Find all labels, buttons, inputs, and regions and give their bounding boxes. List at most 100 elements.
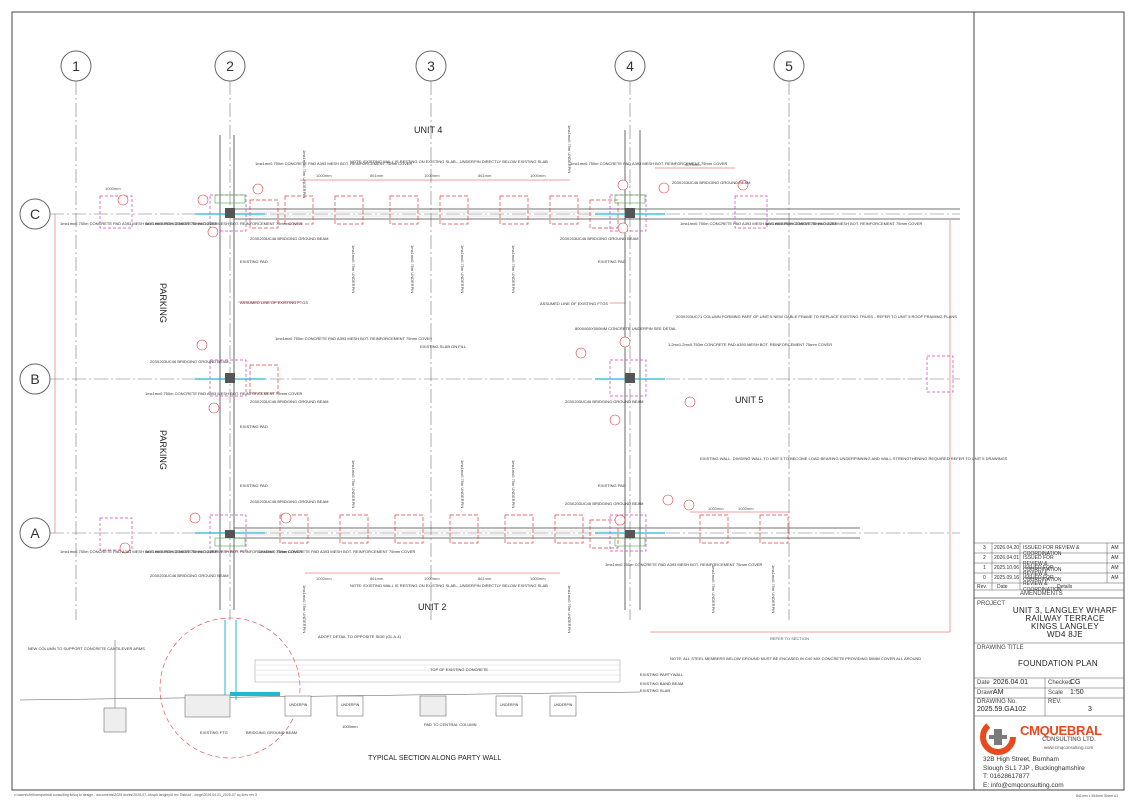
note-column: 203X203UC71 COLUMN FORMING PART OF UNIT … bbox=[676, 314, 957, 319]
svg-text:1: 1 bbox=[72, 58, 80, 74]
rev-by: AM bbox=[1111, 545, 1119, 551]
svg-text:3: 3 bbox=[427, 58, 435, 74]
svg-text:UNDERPIN: UNDERPIN bbox=[554, 703, 573, 707]
svg-text:B: B bbox=[30, 371, 39, 387]
note-assumed-ftgs-left: ASSUMED LINE OF EXISTING FTGS bbox=[240, 300, 308, 305]
scale-value: 1:50 bbox=[1070, 689, 1084, 696]
note-beam-c-east: 203X203UC46 BRIDGING GROUND BEAM bbox=[672, 180, 750, 185]
note-pad-c5: 1mx1mx0.750m CONCRETE PAD A393 MESH BOT.… bbox=[765, 221, 923, 226]
footer-path: c:\users\chris\cmquebral consulting ltd\… bbox=[14, 793, 257, 797]
rev-number: 1 bbox=[983, 565, 986, 571]
date-label: Date bbox=[977, 680, 990, 686]
grid-bubbles: 1 2 3 4 5 C B A bbox=[19, 50, 805, 549]
typical-section bbox=[19, 617, 641, 759]
svg-text:861mm: 861mm bbox=[370, 576, 384, 581]
note-pad-c2: 1mx1mx0.750m CONCRETE PAD A393 MESH BOT.… bbox=[255, 161, 413, 166]
section-dim: 1000mm bbox=[342, 724, 358, 729]
underpin-label-12: 1mx1mx0.75m UNDERPIN bbox=[711, 565, 716, 613]
rev-value: 3 bbox=[1088, 706, 1092, 713]
note-existing-pad-2: EXISTING PAD bbox=[598, 259, 626, 264]
details-col-header: Details bbox=[1057, 584, 1073, 590]
underpin-label-10: 1mx1mx0.75m UNDERPIN bbox=[302, 585, 307, 633]
svg-text:UNDERPIN: UNDERPIN bbox=[341, 703, 360, 707]
address-line: 32B High Street, Burnham bbox=[983, 756, 1059, 763]
underpin-label-9: 1mx1mx0.75m UNDERPIN bbox=[511, 460, 516, 508]
rev-col-header: Rev. bbox=[977, 584, 987, 590]
rev-label: REV. bbox=[1048, 699, 1062, 705]
note-pad-b2b: 1mx1mx0.750m CONCRETE PAD A393 MESH BOT.… bbox=[145, 391, 303, 396]
footer-sheet: 841mm x 594mm Sheet A1 bbox=[1076, 794, 1118, 798]
grid-bubble-A: A bbox=[19, 517, 51, 549]
underpin-label-1: 1mx1mx0.75m UNDERPIN bbox=[302, 150, 307, 198]
date-value: 2026.04.01 bbox=[993, 679, 1029, 686]
underpins-top bbox=[249, 195, 789, 549]
phone: T: 01628617877 bbox=[983, 773, 1030, 780]
note-pad-a4: 1mx1mx0.750m CONCRETE PAD A393 MESH BOT.… bbox=[605, 562, 763, 567]
note-beam-a: 203X203UC46 BRIDGING GROUND BEAM bbox=[250, 499, 328, 504]
note-underpin-detail: 800X800X500MM CONCRETE UNDERPIN SEE DETA… bbox=[575, 326, 677, 331]
section-existing-ftg: EXISTING FTG bbox=[200, 730, 228, 735]
drawing-no-label: DRAWING No. bbox=[977, 699, 1017, 705]
note-existing-pad-1: EXISTING PAD bbox=[240, 259, 268, 264]
underpin-label-6: 1mx1mx0.75m UNDERPIN bbox=[511, 245, 516, 293]
svg-text:861mm: 861mm bbox=[478, 576, 492, 581]
section-pad-col: PAD TO CENTRAL COLUMN bbox=[424, 722, 477, 727]
logo-mark-icon bbox=[980, 719, 1016, 755]
checked-label: Checked bbox=[1048, 680, 1072, 686]
section-top-concrete: TOP OF EXISTING CONCRETE bbox=[430, 667, 488, 672]
svg-text:1000mm: 1000mm bbox=[424, 173, 440, 178]
note-pad-a1b: 1mx1mx0.750m CONCRETE PAD A393 MESH BOT.… bbox=[145, 549, 303, 554]
grid-bubble-3: 3 bbox=[415, 50, 447, 82]
wall-hatch bbox=[240, 211, 620, 536]
note-existing-slab: EXISTING SLAB ON FILL bbox=[420, 344, 467, 349]
note-pad-c4b: 1mx1mx0.750m CONCRETE PAD A393 MESH BOT.… bbox=[680, 221, 838, 226]
rev-details: ISSUED FOR REVIEW & COORDINATION bbox=[1023, 555, 1062, 573]
project-address: UNIT 3, LANGLEY WHARF RAILWAY TERRACE KI… bbox=[1010, 607, 1120, 639]
grid-bubble-B: B bbox=[19, 363, 51, 395]
rev-number: 2 bbox=[983, 555, 986, 561]
svg-text:A: A bbox=[30, 525, 40, 541]
rev-date: 2026.04.01 bbox=[994, 555, 1020, 561]
project-label: PROJECT bbox=[977, 601, 1006, 607]
note-top-wall: NOTE: EXISTING WALL IS RESTING ON EXISTI… bbox=[350, 159, 548, 164]
unit-4-label: UNIT 4 bbox=[414, 125, 442, 135]
rev-number: 3 bbox=[983, 545, 986, 551]
section-title: TYPICAL SECTION ALONG PARTY WALL bbox=[368, 755, 501, 762]
company-web: www.cmqconsulting.com bbox=[1044, 745, 1094, 750]
note-beam-c: 203X203UC46 BRIDGING GROUND BEAM bbox=[250, 236, 328, 241]
rev-by: AM bbox=[1111, 555, 1119, 561]
section-band-beam: EXISTING BAND BEAM bbox=[640, 681, 683, 686]
scale-label: Scale bbox=[1048, 690, 1064, 696]
company-sub: CONSULTING LTD. bbox=[1042, 737, 1096, 743]
company-logo: CMQUEBRAL CONSULTING LTD. www.cmqconsult… bbox=[980, 719, 1120, 755]
dimension-lines bbox=[54, 167, 951, 633]
svg-text:1000mm: 1000mm bbox=[316, 576, 332, 581]
rev-by: AM bbox=[1111, 575, 1119, 581]
underpin-label-2: 1mx1mx0.75m UNDERPIN bbox=[567, 125, 572, 173]
note-beam-c-right: 203X203UC46 BRIDGING GROUND BEAM bbox=[560, 236, 638, 241]
company-name: CMQUEBRAL bbox=[1020, 723, 1102, 738]
rev-date: 2025.10.06 bbox=[994, 565, 1020, 571]
grid-bubble-5: 5 bbox=[773, 50, 805, 82]
unit-5-label: UNIT 5 bbox=[735, 395, 763, 405]
drawing-title: FOUNDATION PLAN bbox=[1018, 659, 1098, 668]
note-pad-a2: 1mx1mx0.750m CONCRETE PAD A393 MESH BOT.… bbox=[258, 549, 416, 554]
svg-text:1000mm: 1000mm bbox=[316, 173, 332, 178]
drawing-no-value: 2025.59.GA102 bbox=[977, 706, 1027, 713]
grid-bubble-2: 2 bbox=[214, 50, 246, 82]
note-pad-b2: 1mx1mx0.750m CONCRETE PAD A393 MESH BOT.… bbox=[275, 336, 433, 341]
underpin-label-11: 1mx1mx0.75m UNDERPIN bbox=[567, 585, 572, 633]
note-assumed-ftgs-right: ASSUMED LINE OF EXISTING FTGS bbox=[540, 301, 608, 306]
project-line: WD4 8JE bbox=[1047, 630, 1083, 639]
rev-date: 2026.04.20 bbox=[994, 545, 1020, 551]
svg-text:REFER TO SECTION: REFER TO SECTION bbox=[770, 636, 809, 641]
project-line: UNIT 3, LANGLEY WHARF bbox=[1012, 606, 1118, 615]
svg-text:1000mm: 1000mm bbox=[530, 173, 546, 178]
date-col-header: Date bbox=[997, 584, 1008, 590]
parking-label-top: PARKING bbox=[158, 283, 168, 323]
section-adopt-detail: ADOPT DETAIL TO OPPOSITE SIDE (GL A-4) bbox=[318, 634, 402, 639]
rev-number: 0 bbox=[983, 575, 986, 581]
rev-date: 2025.09.16 bbox=[994, 575, 1020, 581]
rev-details: ISSUED FOR REVIEW & COORDINATION bbox=[1023, 545, 1080, 557]
